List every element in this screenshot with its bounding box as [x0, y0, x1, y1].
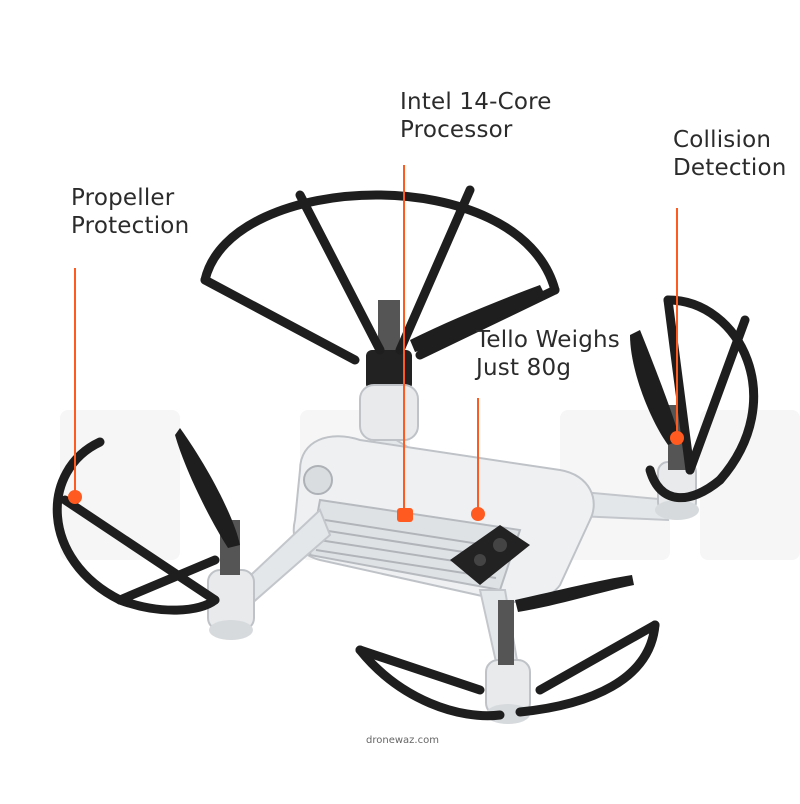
callout-propeller-line1: Propeller [71, 185, 175, 211]
propeller-guard-right [645, 295, 759, 503]
propeller-guard-bottom [355, 620, 660, 721]
processor-marker [397, 508, 413, 522]
callout-collision-line2: Detection [673, 155, 787, 181]
callout-propeller-line2: Protection [71, 213, 190, 239]
propeller-blade-left [175, 428, 240, 548]
propeller-guard-left [52, 437, 220, 615]
arm-front-right [478, 589, 531, 724]
weight-marker [471, 507, 485, 521]
propeller-blade-top [410, 285, 545, 352]
propeller-marker [68, 490, 82, 504]
callout-lines [74, 165, 678, 515]
callout-processor-line1: Intel 14-Core [400, 89, 552, 115]
callout-propeller-protection: Propeller Protection [71, 184, 189, 240]
propeller-blade-bottom [515, 575, 634, 612]
callout-weight-line1: Tello Weighs [476, 327, 620, 353]
credit-text: dronewaz.com [366, 735, 439, 746]
callout-weight-line2: Just 80g [476, 355, 572, 381]
callout-dots [68, 431, 684, 522]
collision-marker [670, 431, 684, 445]
drone-body [292, 435, 595, 603]
arm-front-left [207, 508, 332, 640]
callout-processor-line2: Processor [400, 117, 513, 143]
callout-collision-line1: Collision [673, 127, 772, 153]
propeller-blade-right [630, 330, 680, 445]
callout-intel-processor: Intel 14-Core Processor [400, 88, 552, 144]
callout-collision-detection: Collision Detection [673, 126, 787, 182]
callout-tello-weight: Tello Weighs Just 80g [476, 326, 620, 382]
